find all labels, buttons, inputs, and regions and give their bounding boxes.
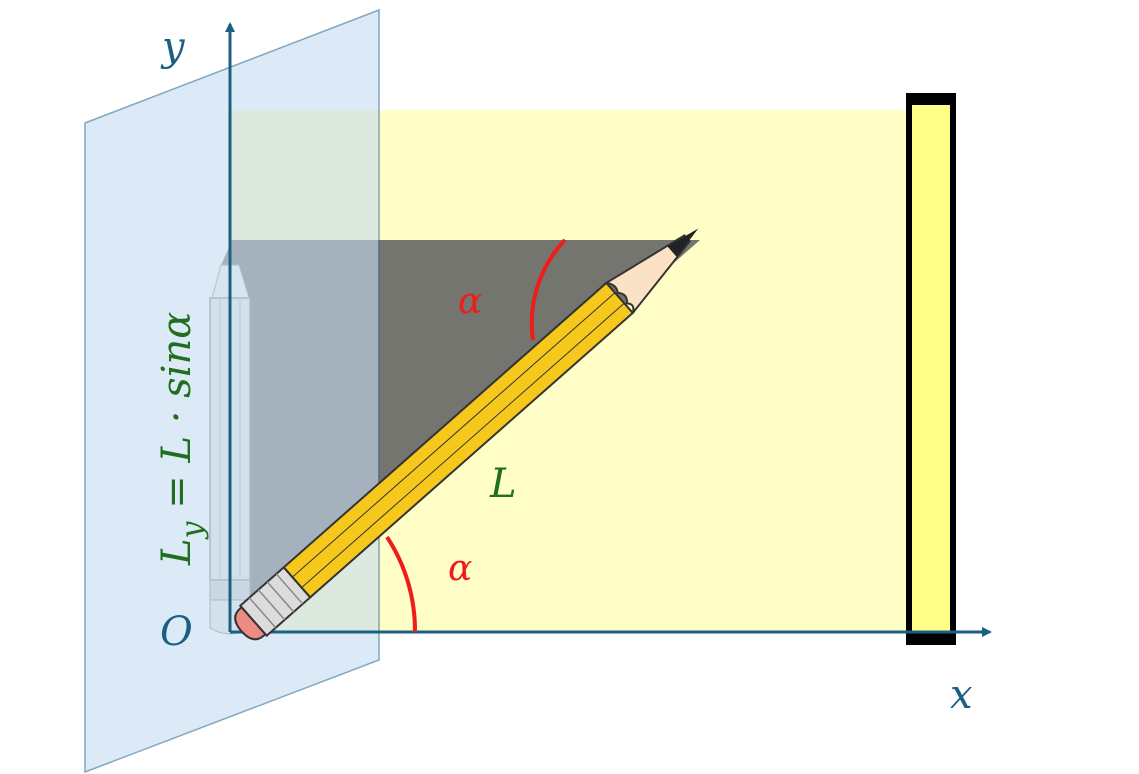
- projection-formula-main: L: [154, 538, 200, 566]
- x-axis-label: x: [950, 672, 973, 718]
- angle-arc-top: [529, 238, 567, 341]
- length-label: L: [489, 461, 517, 507]
- projection-plane: [84, 8, 380, 774]
- screen-bottom-cap: [906, 632, 956, 644]
- angle-label-top: α: [458, 281, 482, 322]
- projection-formula-label: Ly = L · sinα: [154, 312, 210, 566]
- screen-bar: [906, 93, 956, 645]
- projection-formula-rest: = L · sinα: [154, 312, 200, 522]
- y-axis-label: y: [160, 24, 186, 70]
- yellow-pencil-icon: [234, 228, 699, 641]
- angle-label-bottom: α: [448, 548, 472, 589]
- projection-formula-subscript: y: [175, 520, 210, 540]
- screen-top-cap: [906, 93, 956, 105]
- angle-arc-bottom: [385, 535, 418, 633]
- origin-label: O: [160, 609, 193, 655]
